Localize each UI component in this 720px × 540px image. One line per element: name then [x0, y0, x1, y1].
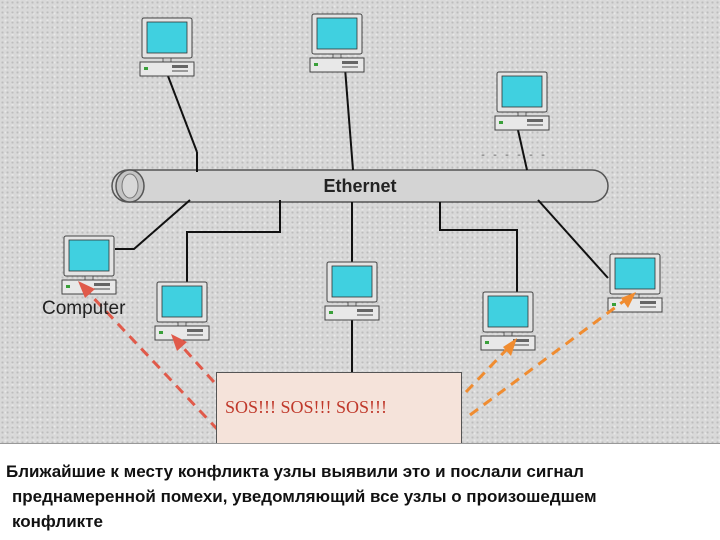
computer-top-left — [139, 17, 195, 77]
computer-left — [61, 235, 117, 295]
caption-line-2: преднамеренной помехи, уведомляющий все … — [12, 487, 597, 506]
computer-lower-right — [480, 291, 536, 351]
caption-text: Ближайшие к месту конфликта узлы выявили… — [6, 459, 716, 534]
computer-lower-left — [154, 281, 210, 341]
caption: Ближайшие к месту конфликта узлы выявили… — [0, 443, 720, 540]
computer-top-center — [309, 13, 365, 73]
dashed-segment: - - - - - - — [480, 151, 546, 162]
caption-line-3: конфликте — [12, 512, 103, 531]
arrowheads-red — [78, 281, 187, 351]
computer-label: Computer — [42, 298, 126, 319]
sos-box: SOS!!! SOS!!! SOS!!! — [216, 372, 462, 448]
network-cables — [115, 67, 609, 372]
caption-line-1: Ближайшие к месту конфликта узлы выявили… — [6, 462, 584, 481]
computer-top-right — [494, 71, 550, 131]
computer-center — [324, 261, 380, 321]
arrowheads-orange — [503, 292, 636, 356]
ethernet-label: Ethernet — [323, 176, 396, 196]
computer-right — [607, 253, 663, 313]
ethernet-bus — [111, 169, 609, 203]
sos-text: SOS!!! SOS!!! SOS!!! — [225, 397, 388, 417]
jam-signal-orange — [464, 296, 629, 417]
